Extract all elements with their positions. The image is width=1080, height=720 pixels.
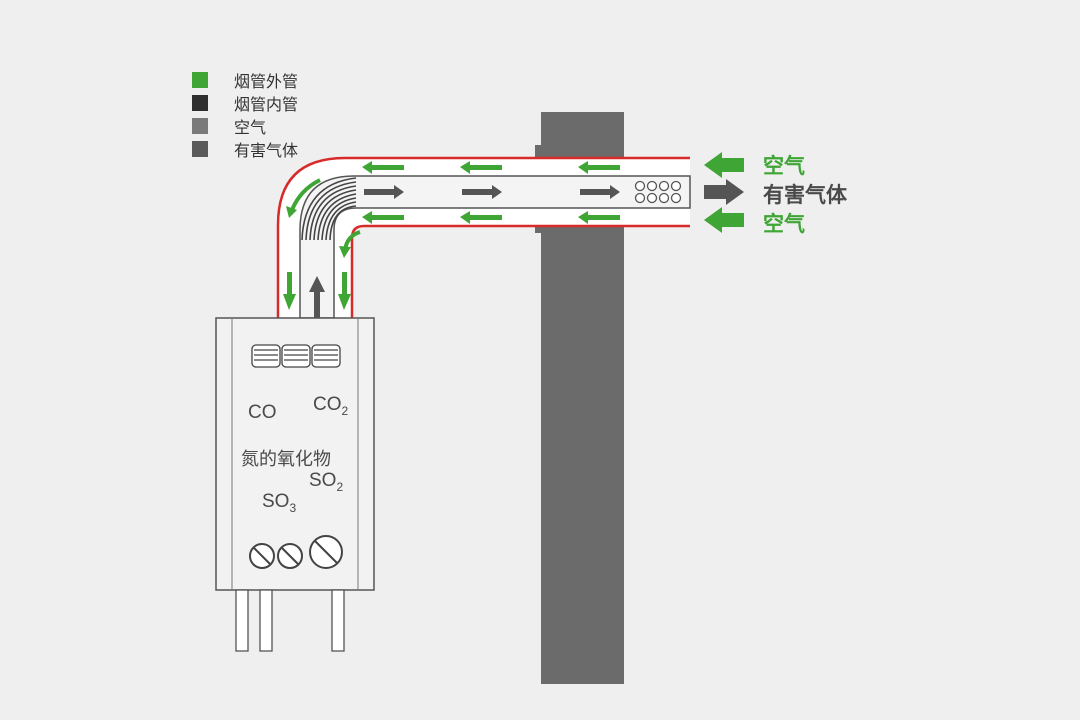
so2-label: SO2 bbox=[309, 470, 343, 494]
air-inlet-label-top: 空气 bbox=[763, 154, 805, 178]
gas-arrows bbox=[364, 185, 620, 199]
co2-main: CO bbox=[313, 394, 342, 415]
so3-main: SO bbox=[262, 491, 290, 512]
inner-pipe-swatch-icon bbox=[192, 94, 208, 111]
so3-label: SO3 bbox=[262, 491, 296, 515]
co2-sub: 2 bbox=[341, 403, 349, 418]
legend-label: 空气 bbox=[234, 117, 267, 137]
air-inlet-label-bottom: 空气 bbox=[763, 212, 805, 236]
legend-item-air: 空气 bbox=[192, 114, 298, 137]
heater-pipes bbox=[235, 589, 345, 652]
outer-pipe-swatch-icon bbox=[192, 71, 208, 88]
inner-pipe bbox=[299, 175, 691, 319]
legend: 烟管外管 烟管内管 空气 有害气体 bbox=[192, 68, 298, 160]
harmful-gas-swatch-icon bbox=[192, 140, 208, 157]
air-arrows-top bbox=[362, 161, 620, 174]
outside-arrows bbox=[704, 152, 744, 233]
so3-sub: 3 bbox=[289, 500, 297, 515]
co2-label: CO2 bbox=[313, 394, 348, 418]
legend-label: 烟管内管 bbox=[234, 94, 299, 114]
co-label: CO bbox=[248, 402, 277, 423]
air-arrows-bottom bbox=[362, 211, 620, 224]
legend-item-inner-pipe: 烟管内管 bbox=[192, 91, 298, 114]
so2-sub: 2 bbox=[336, 479, 344, 494]
so2-main: SO bbox=[309, 470, 337, 491]
nox-label: 氮的氧化物 bbox=[241, 449, 331, 470]
air-swatch-icon bbox=[192, 117, 208, 134]
heat-exchanger bbox=[251, 344, 341, 368]
outer-pipe-outline-top bbox=[276, 156, 690, 318]
air-arrows-down bbox=[283, 272, 351, 310]
pipe-end-holes bbox=[634, 180, 682, 204]
outer-pipe-outline-bottom bbox=[350, 224, 690, 318]
gas-arrow-up bbox=[309, 276, 325, 318]
harmful-gas-outlet-label: 有害气体 bbox=[763, 183, 847, 207]
control-knobs bbox=[249, 535, 343, 569]
corrugated-bend bbox=[301, 177, 357, 241]
legend-label: 有害气体 bbox=[234, 140, 299, 160]
legend-item-outer-pipe: 烟管外管 bbox=[192, 68, 298, 91]
legend-item-harmful-gas: 有害气体 bbox=[192, 137, 298, 160]
legend-label: 烟管外管 bbox=[234, 71, 299, 91]
